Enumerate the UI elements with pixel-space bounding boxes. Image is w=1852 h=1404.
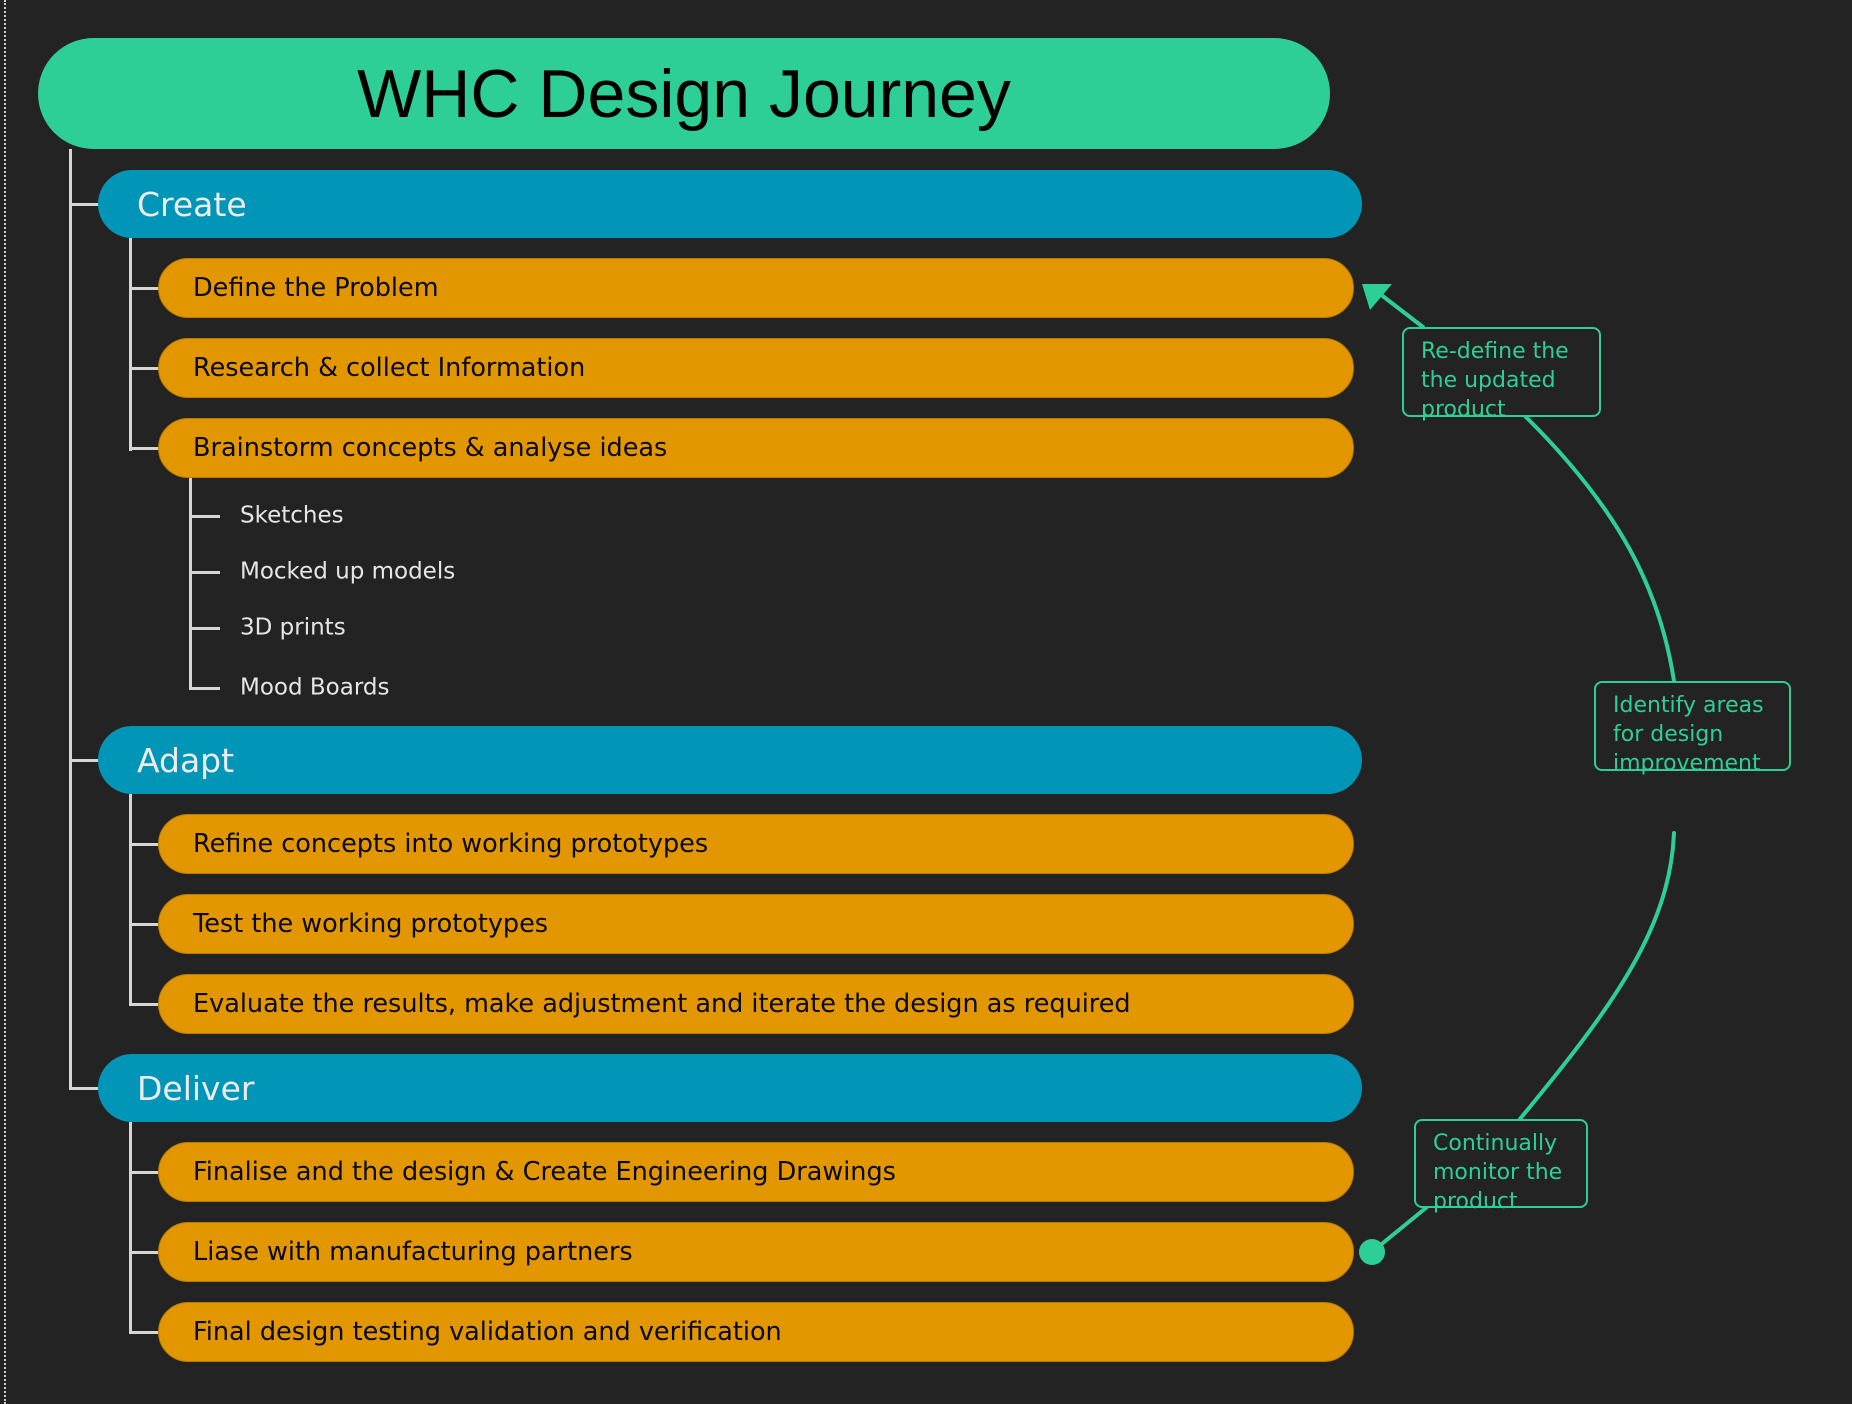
sub-item-node[interactable]: Sketches: [240, 502, 344, 529]
phase-node-create[interactable]: Create: [98, 170, 1362, 238]
step-node[interactable]: Define the Problem: [158, 258, 1354, 318]
sub-item-node[interactable]: 3D prints: [240, 614, 346, 641]
create-connector-line: [129, 238, 132, 451]
connector-step: [129, 843, 159, 846]
step-label: Evaluate the results, make adjustment an…: [193, 989, 1131, 1019]
connector-step: [129, 1331, 159, 1334]
connector-sub-item: [189, 627, 220, 630]
step-node[interactable]: Refine concepts into working prototypes: [158, 814, 1354, 874]
connector-sub-item: [189, 571, 220, 574]
sub-item-node[interactable]: Mocked up models: [240, 558, 456, 585]
step-node[interactable]: Liase with manufacturing partners: [158, 1222, 1354, 1282]
connector-step: [129, 1251, 159, 1254]
phase-label: Deliver: [137, 1068, 255, 1108]
connector-create: [69, 203, 99, 206]
connector-step: [129, 923, 159, 926]
connector-deliver: [69, 1087, 99, 1090]
phase-label: Create: [137, 184, 247, 224]
phase-node-adapt[interactable]: Adapt: [98, 726, 1362, 794]
step-label: Research & collect Information: [193, 353, 586, 383]
connector-sub-item: [189, 687, 220, 690]
step-label: Test the working prototypes: [193, 909, 549, 939]
connector-step: [129, 447, 159, 450]
step-label: Refine concepts into working prototypes: [193, 829, 709, 859]
loop-start-dot[interactable]: [1359, 1239, 1385, 1265]
phase-label: Adapt: [137, 740, 235, 780]
connector-sub-item: [189, 515, 220, 518]
brainstorm-connector-line: [189, 478, 192, 690]
step-node[interactable]: Test the working prototypes: [158, 894, 1354, 954]
adapt-connector-line: [129, 794, 132, 1006]
step-label: Liase with manufacturing partners: [193, 1237, 633, 1267]
loop-arrowhead-icon: [1362, 284, 1392, 310]
canvas-left-border: [4, 0, 6, 1404]
step-node[interactable]: Evaluate the results, make adjustment an…: [158, 974, 1354, 1034]
page-title: WHC Design Journey: [357, 55, 1011, 132]
step-node[interactable]: Brainstorm concepts & analyse ideas: [158, 418, 1354, 478]
connector-step: [129, 287, 159, 290]
step-node[interactable]: Finalise and the design & Create Enginee…: [158, 1142, 1354, 1202]
annotation-monitor[interactable]: Continually monitor the product: [1414, 1119, 1588, 1214]
step-label: Brainstorm concepts & analyse ideas: [193, 433, 668, 463]
deliver-connector-line: [129, 1122, 132, 1334]
step-node[interactable]: Research & collect Information: [158, 338, 1354, 398]
step-node[interactable]: Final design testing validation and veri…: [158, 1302, 1354, 1362]
root-connector-line: [69, 149, 72, 1089]
annotation-redefine[interactable]: Re-define the the updated product: [1402, 327, 1601, 422]
annotation-identify[interactable]: Identify areas for design improvement: [1594, 681, 1791, 776]
connector-step: [129, 367, 159, 370]
title-node[interactable]: WHC Design Journey: [38, 38, 1330, 149]
connector-adapt: [69, 759, 99, 762]
loop-segment[interactable]: [1518, 831, 1676, 1121]
phase-node-deliver[interactable]: Deliver: [98, 1054, 1362, 1122]
connector-step: [129, 1003, 159, 1006]
step-label: Finalise and the design & Create Enginee…: [193, 1157, 896, 1187]
loop-segment[interactable]: [1524, 415, 1676, 683]
step-label: Final design testing validation and veri…: [193, 1317, 782, 1347]
step-label: Define the Problem: [193, 273, 439, 303]
connector-step: [129, 1171, 159, 1174]
loop-segment[interactable]: [1378, 292, 1425, 329]
sub-item-node[interactable]: Mood Boards: [240, 674, 390, 701]
